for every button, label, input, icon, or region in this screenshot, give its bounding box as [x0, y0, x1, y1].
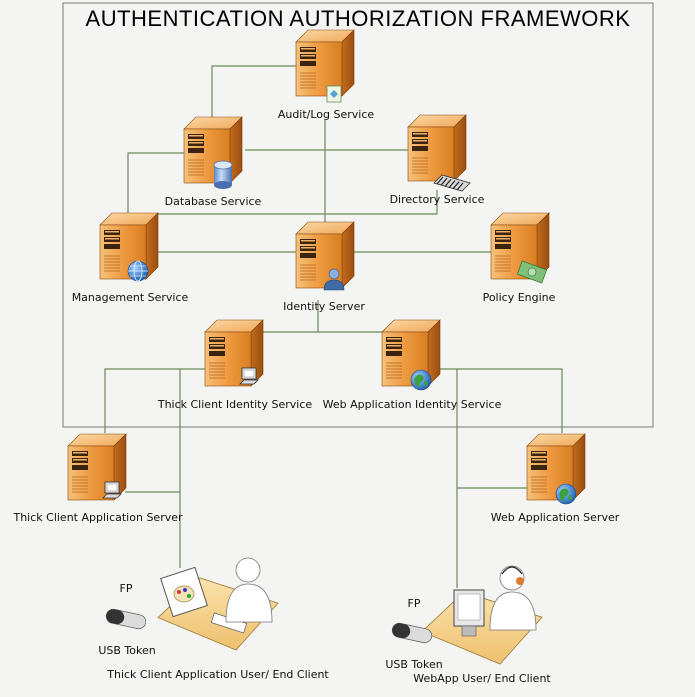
- framework-boundary: [62, 2, 654, 428]
- thick-client-workstation: [105, 557, 279, 651]
- directory-icon: [433, 174, 471, 192]
- log-icon: [326, 85, 342, 103]
- label-thick-client-identity-service: Thick Client Identity Service: [157, 398, 313, 411]
- label-database-service: Database Service: [164, 195, 262, 208]
- server-identity: [295, 221, 355, 291]
- usb-token-icon: [391, 622, 433, 644]
- globe-icon: [127, 260, 149, 282]
- label-thick-fp: FP: [119, 582, 133, 595]
- webapp-workstation: [391, 565, 543, 665]
- usb-token-icon: [105, 608, 147, 630]
- money-icon: [516, 260, 548, 284]
- connector-lines: [104, 65, 563, 588]
- server-web-app: [526, 433, 586, 505]
- computer-icon: [102, 481, 122, 499]
- database-icon: [213, 160, 233, 189]
- label-management-service: Management Service: [71, 291, 189, 304]
- server-policy: [490, 212, 550, 284]
- label-policy-engine: Policy Engine: [482, 291, 556, 304]
- server-thick-identity: [204, 319, 264, 387]
- earth-icon: [410, 369, 432, 391]
- label-thick-client-user: Thick Client Application User/ End Clien…: [107, 668, 329, 681]
- earth-icon: [555, 483, 577, 505]
- diagram-title: AUTHENTICATION AUTHORIZATION FRAMEWORK: [85, 6, 631, 31]
- label-audit-log-service: Audit/Log Service: [277, 108, 375, 121]
- label-identity-server: Identity Server: [283, 300, 365, 313]
- server-thick-app: [67, 433, 127, 501]
- server-web-identity: [381, 319, 441, 391]
- label-web-usb-token: USB Token: [385, 658, 443, 671]
- server-database: [183, 116, 243, 189]
- server-directory: [407, 114, 471, 192]
- label-web-application-server: Web Application Server: [490, 511, 620, 524]
- server-management: [99, 212, 159, 282]
- label-webapp-user: WebApp User/ End Client: [413, 672, 551, 685]
- label-thick-client-application-server: Thick Client Application Server: [13, 511, 183, 524]
- server-audit: [295, 29, 355, 103]
- label-directory-service: Directory Service: [389, 193, 485, 206]
- user-icon: [323, 268, 345, 291]
- computer-icon: [239, 367, 259, 385]
- label-web-application-identity-service: Web Application Identity Service: [322, 398, 502, 411]
- label-web-fp: FP: [407, 597, 421, 610]
- label-thick-usb-token: USB Token: [98, 644, 156, 657]
